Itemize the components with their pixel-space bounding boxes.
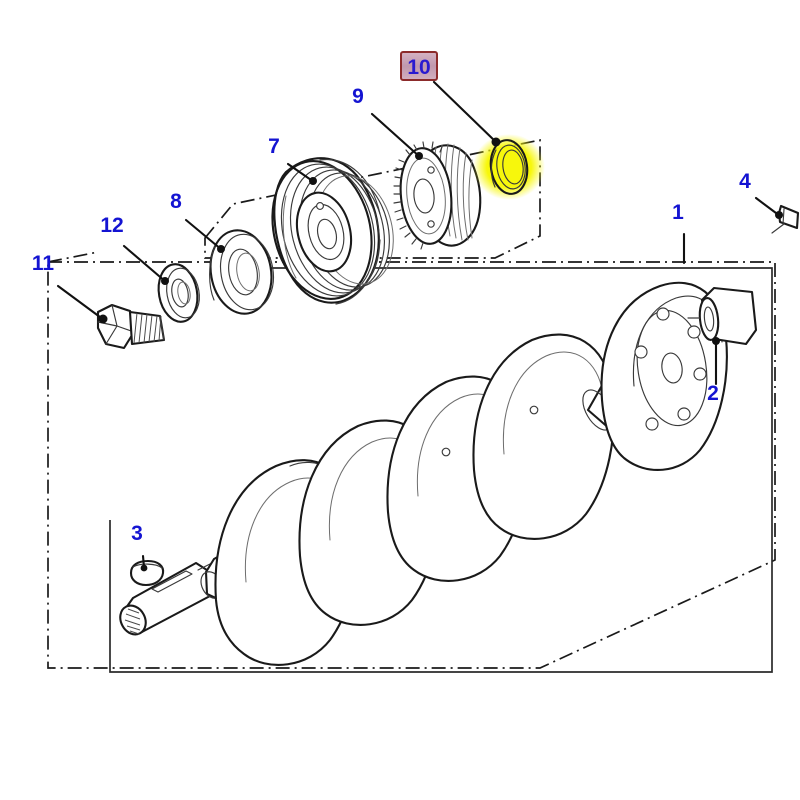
callout-label-1: 1 xyxy=(672,201,684,224)
callout-label-4: 4 xyxy=(739,170,751,193)
highlight-glow xyxy=(473,134,545,200)
upper-assembly-boundary-box xyxy=(204,138,541,259)
crankshaft-body xyxy=(119,281,728,666)
callout-leader-2 xyxy=(712,337,720,386)
part-timing-gear xyxy=(393,141,482,250)
callout-leader-10 xyxy=(432,80,501,147)
callout-numbers: 1 2 3 4 7 8 9 10 11 12 xyxy=(32,56,751,545)
part-crankshaft-front-oil-seal xyxy=(489,139,529,195)
callout-leader-12 xyxy=(122,244,169,285)
callout-leader-3 xyxy=(140,554,148,572)
part-woodruff-key xyxy=(129,559,165,587)
callout-leader-11 xyxy=(56,284,108,324)
crankshaft-inner-frame xyxy=(109,267,773,673)
callout-label-8: 8 xyxy=(170,190,182,213)
part-crankshaft-pulley xyxy=(271,157,394,305)
callout-leader-4 xyxy=(754,196,783,219)
callout-label-3: 3 xyxy=(131,522,143,545)
part-pulley-spacer-washer xyxy=(209,229,275,315)
crank-web-4 xyxy=(472,333,615,540)
callout-label-11: 11 xyxy=(32,252,55,275)
callout-leader-9 xyxy=(370,112,423,160)
callout-leader-7 xyxy=(286,162,317,185)
part-pulley-retaining-bolt xyxy=(96,303,166,350)
callout-label-7: 7 xyxy=(268,135,280,158)
callout-label-10: 10 xyxy=(407,56,430,79)
callout-leader-8 xyxy=(184,218,225,253)
callout-label-12: 12 xyxy=(100,214,123,237)
callout-label-2: 2 xyxy=(707,382,719,405)
part-spigot-bush xyxy=(687,286,758,346)
callout-label-9: 9 xyxy=(352,85,364,108)
crankshaft-flywheel-flange xyxy=(600,281,728,471)
part-bolt-washer xyxy=(157,263,200,323)
highlight-label-box-10 xyxy=(400,51,438,81)
part-dowel-pin xyxy=(771,204,800,234)
